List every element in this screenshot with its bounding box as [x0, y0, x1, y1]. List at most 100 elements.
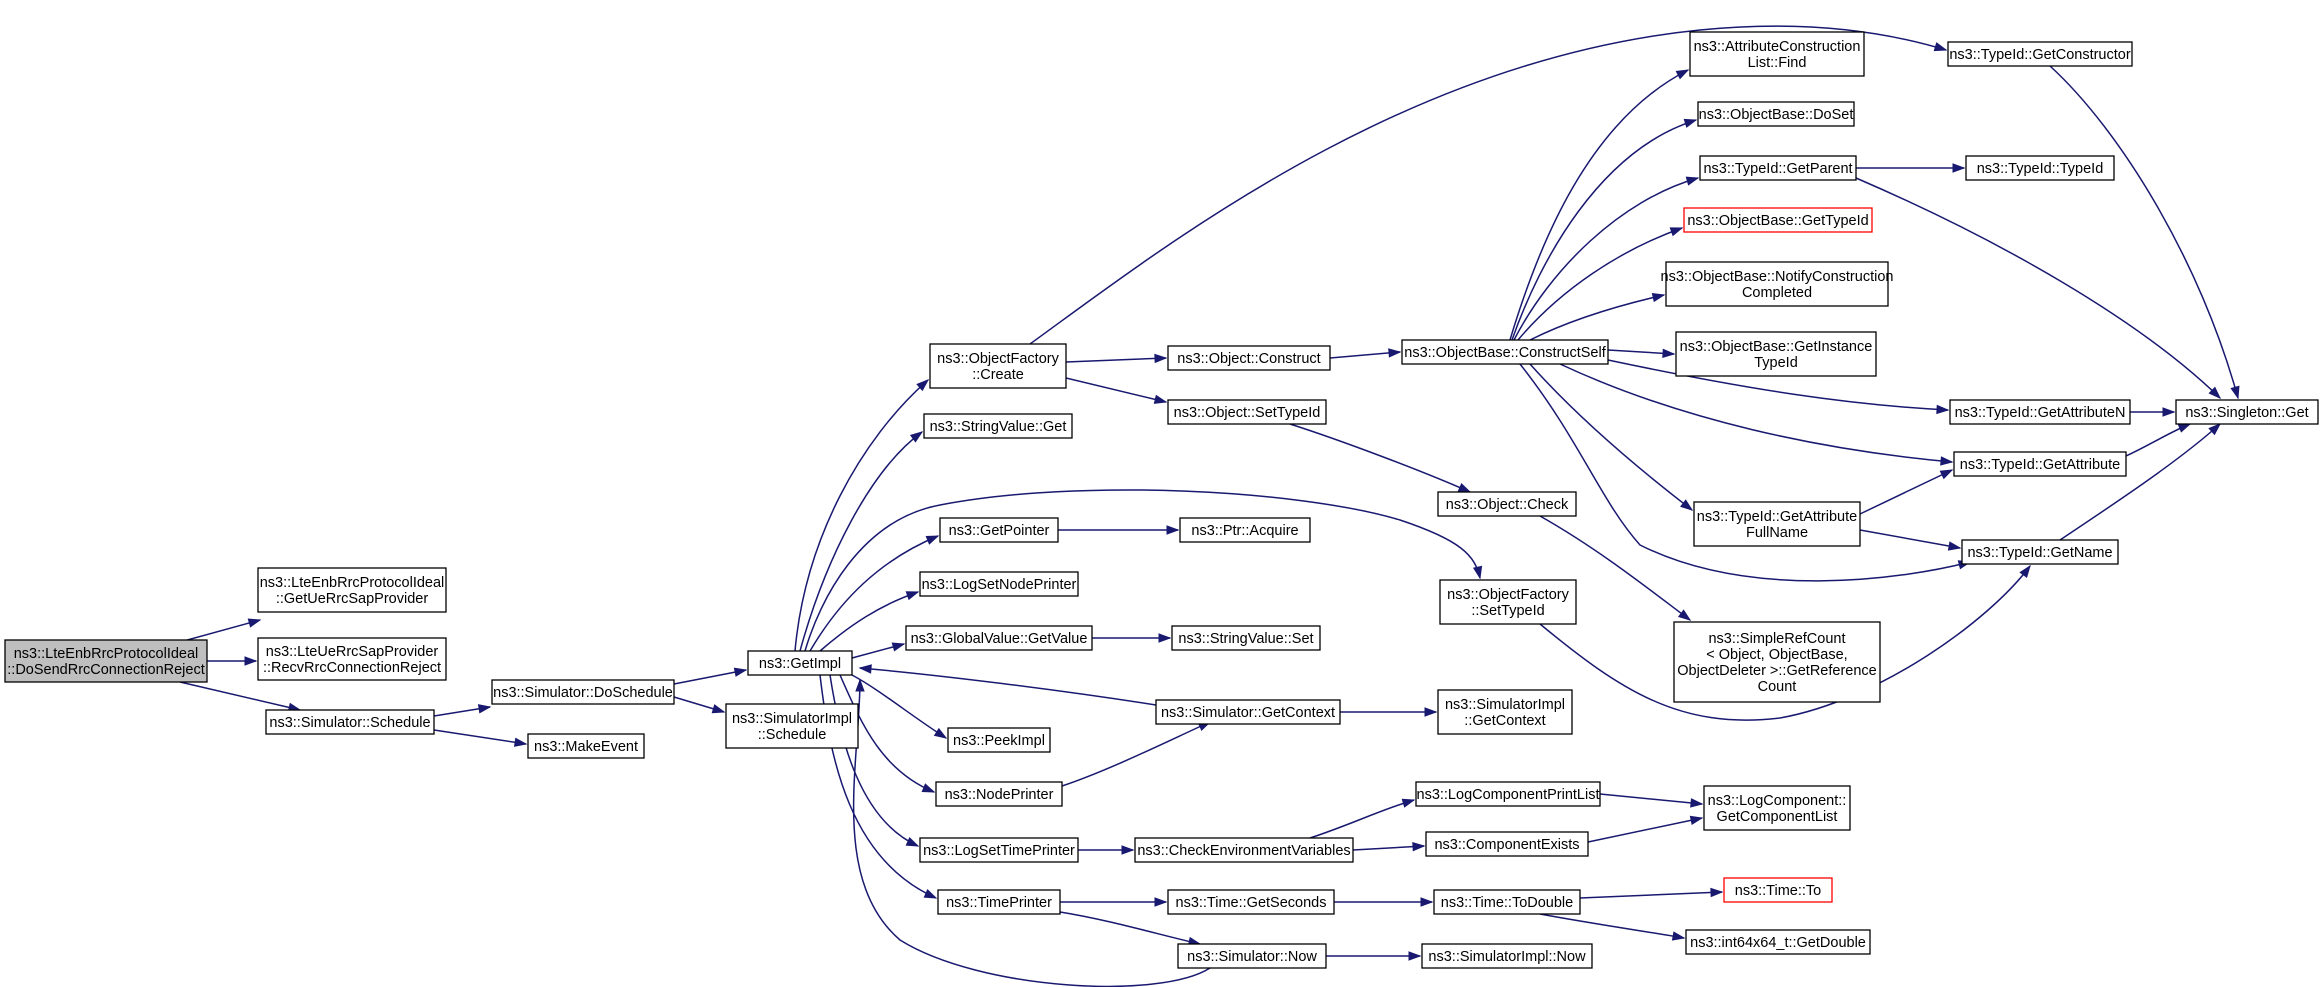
- node-objfactory_settypeid[interactable]: ns3::ObjectFactory::SetTypeId: [1439, 579, 1577, 625]
- node-label: ns3::Time::To: [1735, 883, 1822, 899]
- edge-arrowhead: [921, 783, 936, 793]
- node-componentexists[interactable]: ns3::ComponentExists: [1425, 831, 1589, 857]
- node-ptr_acquire[interactable]: ns3::Ptr::Acquire: [1179, 517, 1311, 543]
- node-sim_getcontext[interactable]: ns3::Simulator::GetContext: [1155, 699, 1341, 725]
- node-label: Count: [1758, 679, 1797, 695]
- node-simplerefcount[interactable]: ns3::SimpleRefCount< Object, ObjectBase,…: [1673, 621, 1881, 703]
- node-label: ns3::GetImpl: [759, 656, 841, 672]
- node-objbase_gettypeid[interactable]: ns3::ObjectBase::GetTypeId: [1683, 207, 1873, 233]
- node-typeid_getname[interactable]: ns3::TypeId::GetName: [1961, 539, 2119, 565]
- node-objfactory_create[interactable]: ns3::ObjectFactory::Create: [929, 343, 1067, 389]
- node-checkenvvars[interactable]: ns3::CheckEnvironmentVariables: [1134, 837, 1354, 863]
- node-label: ns3::ObjectBase::GetTypeId: [1687, 213, 1868, 229]
- edge-arrowhead: [247, 618, 262, 628]
- node-typeid_getconstructor[interactable]: ns3::TypeId::GetConstructor: [1947, 41, 2133, 67]
- node-typeid_typeid[interactable]: ns3::TypeId::TypeId: [1965, 155, 2115, 181]
- node-getuerrcsap[interactable]: ns3::LteEnbRrcProtocolIdeal::GetUeRrcSap…: [257, 567, 447, 613]
- node-label: ::SetTypeId: [1471, 603, 1544, 619]
- node-objbase_notify[interactable]: ns3::ObjectBase::NotifyConstructionCompl…: [1661, 261, 1894, 307]
- edge-arrowhead: [1936, 404, 1950, 415]
- node-box: [491, 679, 675, 705]
- node-objbase_doset[interactable]: ns3::ObjectBase::DoSet: [1697, 101, 1855, 127]
- edge-line: [179, 619, 261, 643]
- node-peekimpl[interactable]: ns3::PeekImpl: [947, 727, 1051, 753]
- node-stringvalue_set[interactable]: ns3::StringValue::Set: [1171, 625, 1321, 651]
- call-edges: [179, 25, 2240, 987]
- edge-arrowhead: [1939, 469, 1954, 480]
- edge-arrowhead: [1683, 118, 1698, 128]
- node-logsetnodeprinter[interactable]: ns3::LogSetNodePrinter: [919, 571, 1079, 597]
- edge-arrowhead: [1933, 42, 1948, 52]
- node-logcompprintlist[interactable]: ns3::LogComponentPrintList: [1415, 781, 1601, 807]
- node-timeprinter[interactable]: ns3::TimePrinter: [937, 889, 1061, 915]
- edge-line: [1855, 177, 2221, 399]
- edge-arrowhead: [1662, 348, 1676, 359]
- node-recvrrcreject[interactable]: ns3::LteUeRrcSapProvider::RecvRrcConnect…: [257, 637, 447, 681]
- node-nodeprinter[interactable]: ns3::NodePrinter: [935, 781, 1063, 807]
- edge-typeid_getname-to-singleton_get: [2059, 423, 2222, 541]
- edge-arrowhead: [1675, 69, 1690, 80]
- node-objbase_constructself[interactable]: ns3::ObjectBase::ConstructSelf: [1401, 339, 1609, 365]
- node-typeid_getattributen[interactable]: ns3::TypeId::GetAttributeN: [1949, 399, 2131, 425]
- node-label: ::Schedule: [758, 727, 827, 743]
- edge-typeid_getparent-to-singleton_get: [1855, 177, 2222, 400]
- node-logsettimeprinter[interactable]: ns3::LogSetTimePrinter: [919, 837, 1079, 863]
- node-box: [1437, 689, 1573, 735]
- node-getimpl[interactable]: ns3::GetImpl: [747, 650, 853, 676]
- node-int64_getdouble[interactable]: ns3::int64x64_t::GetDouble: [1685, 929, 1871, 955]
- node-sim_now[interactable]: ns3::Simulator::Now: [1177, 943, 1327, 969]
- node-stringvalue_get[interactable]: ns3::StringValue::Get: [923, 413, 1073, 439]
- node-box: [257, 567, 447, 613]
- node-simimpl_now[interactable]: ns3::SimulatorImpl::Now: [1421, 943, 1593, 969]
- node-label: ns3::int64x64_t::GetDouble: [1690, 935, 1866, 951]
- node-obj_settypeid[interactable]: ns3::Object::SetTypeId: [1167, 399, 1327, 425]
- edge-line: [799, 431, 923, 652]
- node-box: [1167, 889, 1335, 915]
- node-makeevent[interactable]: ns3::MakeEvent: [527, 733, 645, 759]
- edge-typeid_getattributen-to-singleton_get: [2130, 407, 2176, 417]
- edge-arrowhead: [477, 704, 492, 714]
- edge-line: [1599, 793, 1703, 805]
- edge-getimpl-to-globalvalue_getvalue: [851, 642, 906, 659]
- node-box: [1965, 155, 2115, 181]
- node-typeid_getparent[interactable]: ns3::TypeId::GetParent: [1699, 155, 1857, 181]
- edge-line: [804, 489, 1481, 652]
- node-sim_doschedule[interactable]: ns3::Simulator::DoSchedule: [491, 679, 675, 705]
- node-label: ns3::GlobalValue::GetValue: [911, 631, 1088, 647]
- edge-checkenvvars-to-componentexists: [1352, 841, 1426, 852]
- node-label: ns3::LogComponent::: [1708, 793, 1847, 809]
- node-time_to[interactable]: ns3::Time::To: [1723, 877, 1833, 903]
- node-label: ObjectDeleter >::GetReference: [1677, 663, 1876, 679]
- node-box: [1439, 579, 1577, 625]
- node-label: ns3::LteEnbRrcProtocolIdeal: [14, 646, 199, 662]
- node-label: < Object, ObjectBase,: [1706, 647, 1847, 663]
- edge-arrowhead: [1689, 815, 1704, 825]
- edge-arrowhead: [1408, 951, 1422, 961]
- node-time_getseconds[interactable]: ns3::Time::GetSeconds: [1167, 889, 1335, 915]
- node-typeid_getattribute[interactable]: ns3::TypeId::GetAttribute: [1953, 451, 2127, 477]
- node-getpointer[interactable]: ns3::GetPointer: [939, 517, 1059, 543]
- node-box: [1415, 781, 1601, 807]
- node-box: [1683, 207, 1873, 233]
- node-singleton_get[interactable]: ns3::Singleton::Get: [2175, 399, 2319, 425]
- edge-objbase_constructself-to-attrconstlist_find: [1509, 69, 1690, 341]
- edge-line: [1059, 911, 1201, 945]
- node-root[interactable]: ns3::LteEnbRrcProtocolIdeal::DoSendRrcCo…: [4, 639, 208, 683]
- node-simimpl_getcontext[interactable]: ns3::SimulatorImpl::GetContext: [1437, 689, 1573, 735]
- node-obj_check[interactable]: ns3::Object::Check: [1437, 491, 1577, 517]
- node-sim_schedule[interactable]: ns3::Simulator::Schedule: [265, 709, 435, 735]
- node-time_todouble[interactable]: ns3::Time::ToDouble: [1433, 889, 1581, 915]
- node-obj_construct[interactable]: ns3::Object::Construct: [1167, 345, 1331, 371]
- node-label: ns3::ComponentExists: [1434, 837, 1579, 853]
- edge-objfactory_create-to-obj_settypeid: [1065, 377, 1168, 404]
- edge-line: [794, 379, 929, 652]
- node-simimpl_schedule[interactable]: ns3::SimulatorImpl::Schedule: [725, 703, 859, 749]
- node-logcomp_getlist[interactable]: ns3::LogComponent::GetComponentList: [1703, 785, 1851, 831]
- node-globalvalue_getvalue[interactable]: ns3::GlobalValue::GetValue: [905, 625, 1093, 651]
- edge-line: [1539, 515, 1691, 621]
- node-box: [1155, 699, 1341, 725]
- node-label: ns3::ObjectBase::ConstructSelf: [1404, 345, 1606, 361]
